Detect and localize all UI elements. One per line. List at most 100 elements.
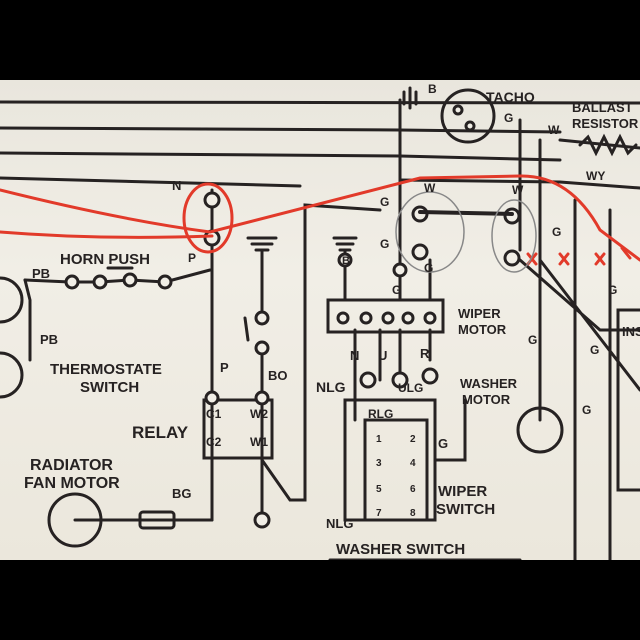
connector [392, 262, 408, 278]
connector [253, 511, 271, 529]
ballast-label-2: RESISTOR [572, 116, 639, 131]
top-letterbox [0, 0, 640, 80]
connector [254, 310, 270, 326]
thermostat-switch-blade [243, 316, 250, 342]
wiper-switch-label-2: SWITCH [436, 501, 495, 518]
thermostat-label-2: SWITCH [80, 379, 139, 396]
tacho-label: TACHO [486, 89, 535, 105]
wire-code: U [378, 348, 387, 363]
connector [64, 274, 80, 290]
washer-switch-label: WASHER SWITCH [336, 541, 465, 558]
wire-code: G [590, 343, 599, 357]
tacho-terminal [464, 120, 476, 132]
ballast-resistor [578, 133, 638, 157]
wire-code: N [350, 348, 359, 363]
wire-code: P [220, 360, 229, 375]
ins-label: INS [622, 324, 640, 339]
relay-box [202, 398, 274, 460]
bus-wire [0, 100, 640, 105]
tacho-gauge [440, 88, 496, 144]
washer-motor [516, 406, 564, 454]
connector [359, 371, 377, 389]
switch-pin: 3 [376, 458, 382, 469]
wire-code: G [528, 333, 537, 347]
earth-symbol [402, 86, 418, 110]
switch-pin: 7 [376, 508, 382, 519]
radiator-fan-motor [47, 492, 103, 548]
radiator-label-1: RADIATOR [30, 457, 113, 474]
bus-wire [0, 126, 562, 134]
connector [122, 272, 138, 288]
wy-wire [398, 178, 640, 190]
terminal [423, 311, 437, 325]
switch-pin: 2 [410, 434, 416, 445]
wire-code: NLG [316, 379, 346, 395]
wire-code: W [424, 181, 436, 195]
connector [421, 367, 439, 385]
wire-code: G [608, 283, 617, 297]
wire-code: N [172, 178, 181, 193]
right-wires [518, 198, 640, 562]
wire-code: W [512, 183, 524, 197]
earth-symbol [246, 236, 278, 252]
ballast-label-1: BALLAST [572, 100, 633, 115]
wiper-motor-label-1: WIPER [458, 306, 501, 321]
relay-pin: C2 [206, 435, 222, 449]
wire-code: RLG [368, 407, 393, 421]
horn-wire [23, 268, 212, 284]
wire-code: G [380, 195, 389, 209]
pb-wire [23, 278, 32, 362]
tacho-wires [398, 98, 542, 422]
wire-code: G [424, 261, 433, 275]
connector [503, 249, 521, 267]
switch-pin: 1 [376, 434, 382, 445]
connector [254, 340, 270, 356]
wire-code: W [548, 123, 560, 137]
wire-code: G [392, 283, 401, 297]
radiator-label-2: FAN MOTOR [24, 475, 120, 492]
wire-code: PB [40, 332, 58, 347]
wire-code: B [428, 82, 437, 96]
switch-pin: 6 [410, 484, 416, 495]
wire-code: NLG [326, 516, 353, 531]
relay-pin: W2 [250, 407, 268, 421]
terminal [336, 311, 350, 325]
wiper-motor-label-2: MOTOR [458, 322, 507, 337]
bus-wire [0, 176, 302, 188]
bus-wire [0, 151, 562, 162]
wire-code: B [342, 255, 350, 267]
horn [0, 276, 24, 324]
wire-code: ULG [398, 381, 423, 395]
ins-box [616, 308, 640, 492]
wiper-motor-terminals [326, 298, 445, 334]
relay-pin: C1 [206, 407, 222, 421]
wire-code: G [504, 111, 513, 125]
connector [391, 371, 409, 389]
terminal [359, 311, 373, 325]
horn-push-label: HORN PUSH [60, 251, 150, 268]
connector [204, 390, 220, 406]
switch-pin: 8 [410, 508, 416, 519]
earth-symbol [332, 236, 358, 252]
connector [337, 252, 353, 268]
wiper-switch-label-1: WIPER [438, 483, 487, 500]
wire-code: PB [32, 266, 50, 281]
switch-pin: 5 [376, 484, 382, 495]
connector [411, 243, 429, 261]
wire-code: G [582, 403, 591, 417]
wire-code: P [188, 251, 196, 265]
wire-code: WY [586, 169, 605, 183]
connector [157, 274, 173, 290]
wire-code: G [438, 436, 448, 451]
terminal [381, 311, 395, 325]
motor-leads [353, 328, 432, 422]
relay-pin: W1 [250, 435, 268, 449]
washer-motor-label-1: WASHER [460, 376, 518, 391]
bo-route [260, 203, 382, 502]
washer-switch-wire [433, 398, 467, 462]
red-marker-annotations [0, 174, 640, 266]
switch-pin: 4 [410, 458, 416, 469]
thermostat-label-1: THERMOSTATE [50, 361, 162, 378]
